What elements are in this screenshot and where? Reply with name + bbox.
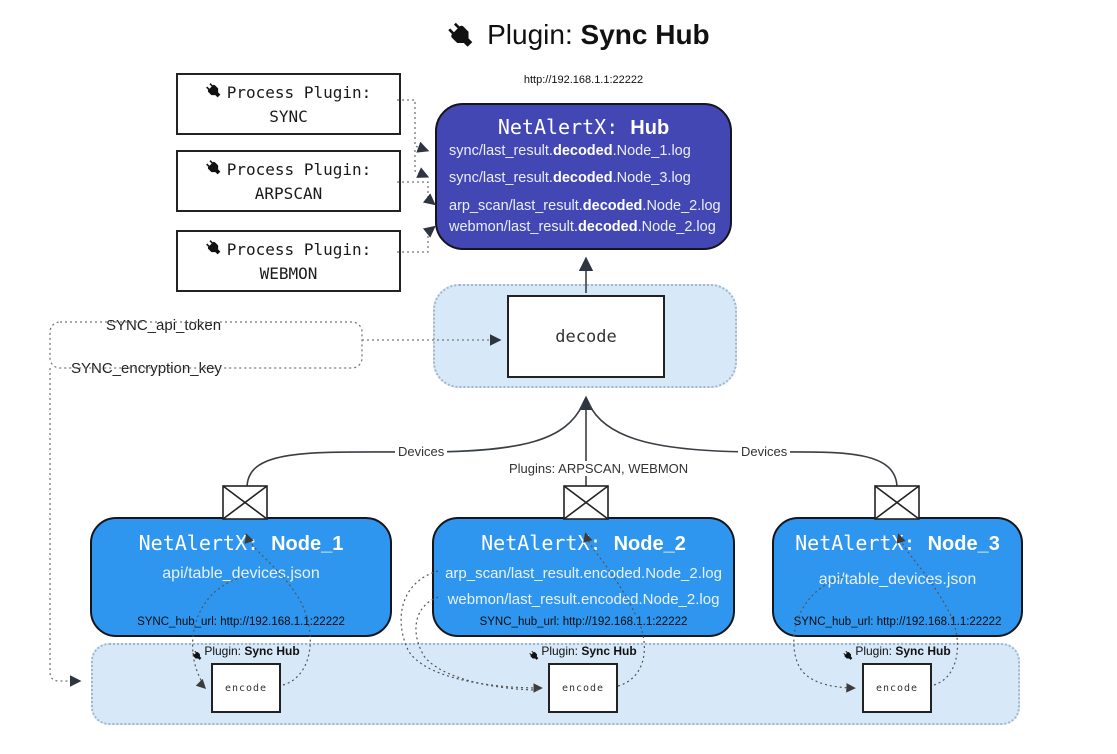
process-plugin-label: Process Plugin: — [226, 240, 372, 259]
node-hub-url: SYNC_hub_url: http://192.168.1.1:22222 — [793, 616, 1002, 628]
encoder-plugin-label: Plugin: Sync Hub — [503, 644, 663, 664]
envelope-icons — [222, 485, 920, 520]
encoder-plugin-label: Plugin: Sync Hub — [166, 644, 326, 664]
page-title: Plugin: Sync Hub — [40, 18, 1117, 57]
hub-log-line: sync/last_result.decoded.Node_1.log — [449, 143, 691, 159]
encoder-plugin-label: Plugin: Sync Hub — [817, 644, 977, 664]
edge-keys-to-strip — [49, 368, 82, 687]
node-file: arp_scan/last_result.encoded.Node_2.log — [445, 565, 722, 582]
process-plugin-label: Process Plugin: — [226, 83, 372, 102]
hub-title: NetAlertX: Hub — [497, 115, 670, 139]
envelope-icon — [563, 485, 609, 520]
encode-box: encode — [862, 663, 932, 713]
edge-label-plugins: Plugins: ARPSCAN, WEBMON — [506, 461, 692, 476]
process-plugin-label: Process Plugin: — [226, 160, 372, 179]
hub-log-line: arp_scan/last_result.decoded.Node_2.log — [449, 198, 721, 214]
envelope-icon — [222, 485, 268, 520]
hub-url-label: http://192.168.1.1:22222 — [523, 74, 644, 86]
node-file: api/table_devices.json — [162, 565, 320, 582]
node-title: NetAlertX: Node_2 — [481, 531, 686, 555]
node-title: NetAlertX: Node_1 — [138, 531, 344, 555]
sync-api-token-label: SYNC_api_token — [103, 317, 225, 334]
node-hub-url: SYNC_hub_url: http://192.168.1.1:22222 — [479, 616, 688, 628]
edge-sync-to-hub-log1 — [397, 99, 430, 153]
node-1-box: NetAlertX: Node_1 api/table_devices.json… — [90, 517, 392, 637]
process-plugin-sync: Process Plugin: SYNC — [176, 73, 401, 135]
page-title-prefix: Plugin: — [487, 19, 573, 50]
sync-encryption-key-label: SYNC_encryption_key — [68, 360, 225, 377]
hub-box: NetAlertX: Hub sync/last_result.decoded.… — [435, 103, 732, 250]
node-3-box: NetAlertX: Node_3 api/table_devices.json… — [772, 517, 1023, 637]
hub-log-line: webmon/last_result.decoded.Node_2.log — [449, 219, 716, 235]
process-plugin-webmon: Process Plugin: WEBMON — [176, 230, 401, 292]
process-plugin-name: SYNC — [269, 107, 308, 126]
envelope-icon — [874, 485, 920, 520]
decode-box: decode — [507, 295, 665, 378]
edge-label-devices-left: Devices — [395, 444, 448, 459]
node-2-box: NetAlertX: Node_2 arp_scan/last_result.e… — [432, 517, 735, 637]
node-hub-url: SYNC_hub_url: http://192.168.1.1:22222 — [137, 616, 345, 628]
edge-webmon-to-hub-log4 — [397, 225, 436, 253]
edge-label-devices-right: Devices — [738, 444, 791, 459]
node-file: webmon/last_result.encoded.Node_2.log — [447, 591, 720, 608]
plug-icon — [438, 12, 488, 62]
encode-box: encode — [548, 663, 618, 713]
hub-log-line: sync/last_result.decoded.Node_3.log — [449, 170, 691, 186]
node-title: NetAlertX: Node_3 — [795, 531, 1000, 555]
process-plugin-name: ARPSCAN — [254, 184, 323, 203]
edge-arpscan-to-hub-log3 — [397, 181, 436, 206]
node-file: api/table_devices.json — [818, 571, 977, 588]
process-plugin-name: WEBMON — [259, 264, 318, 283]
page-title-name: Sync Hub — [580, 19, 710, 50]
process-plugin-arpscan: Process Plugin: ARPSCAN — [176, 150, 401, 212]
encode-box: encode — [211, 663, 281, 713]
edge-sync-to-hub-log2 — [414, 150, 430, 178]
